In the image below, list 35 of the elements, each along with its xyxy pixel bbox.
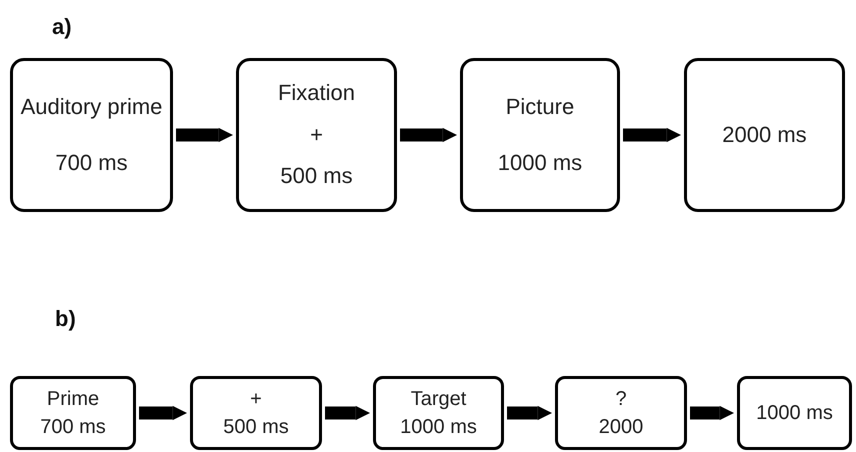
step-box [236,58,397,212]
panel-label: b) [55,306,76,332]
block-arrow [176,128,233,142]
step-text: Auditory prime [20,94,162,120]
step-text: 1000 ms [498,150,582,176]
block-arrow [325,406,370,420]
step-box [10,376,136,450]
step-text: Prime [46,387,100,411]
step-text: 1000 ms [400,415,477,439]
step-text: 500 ms [223,415,289,439]
step-text: 700 ms [40,415,106,439]
panel-label: a) [52,14,72,40]
step-text: Picture [506,94,574,120]
step-text: 500 ms [280,163,353,190]
step-text: 2000 [598,415,644,439]
step-text: + [250,387,262,411]
step-text: 700 ms [55,150,128,176]
step-text: Fixation [278,80,356,107]
step-text: 2000 ms [722,122,807,148]
step-box [460,58,620,212]
step-box [190,376,322,450]
step-box [10,58,173,212]
block-arrow [690,406,734,420]
step-text: Target [410,387,466,411]
block-arrow [400,128,457,142]
block-arrow [507,406,552,420]
step-box [737,376,852,450]
step-text: ? [615,387,627,411]
step-text: 1000 ms [756,401,833,425]
step-box [373,376,504,450]
step-box [555,376,687,450]
step-box [684,58,845,212]
block-arrow [139,406,187,420]
step-text: + [310,122,323,148]
block-arrow [623,128,681,142]
